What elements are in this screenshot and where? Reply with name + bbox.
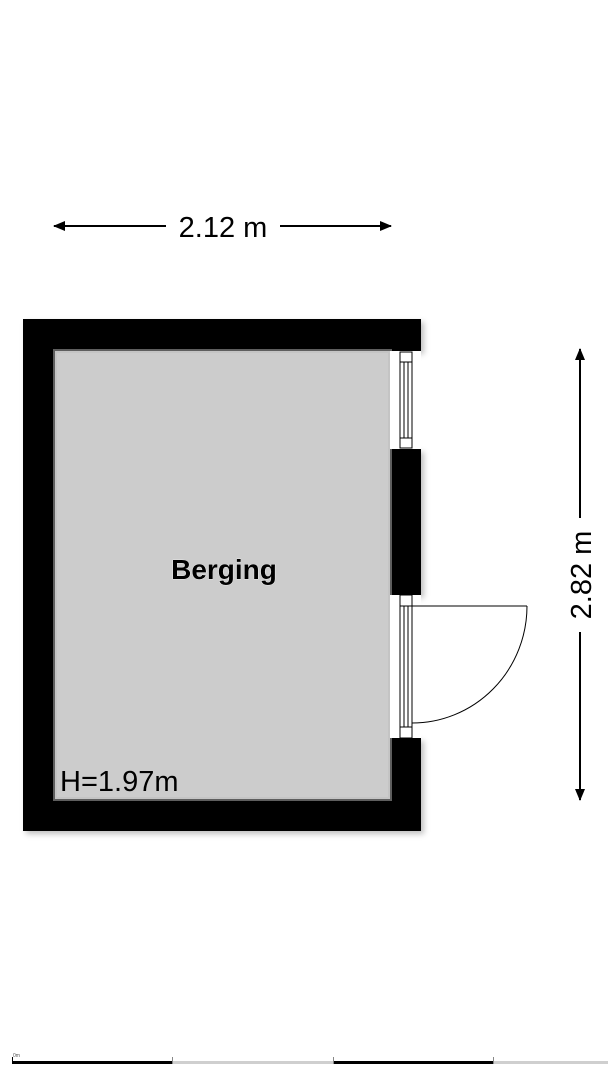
door-swing-arc bbox=[411, 605, 528, 724]
window bbox=[390, 351, 421, 449]
depth-label: 2.82 m bbox=[566, 531, 598, 620]
door bbox=[390, 594, 528, 739]
scale-bar: 0m bbox=[12, 1053, 608, 1064]
room-name: Berging bbox=[171, 554, 277, 585]
depth-dimension: 2.82 m bbox=[566, 348, 598, 801]
ceiling-height: H=1.97m bbox=[60, 766, 178, 798]
room-floor bbox=[55, 351, 390, 799]
width-label: 2.12 m bbox=[179, 212, 268, 244]
walls bbox=[23, 319, 421, 831]
scale-label: 0m bbox=[13, 1053, 20, 1059]
width-dimension: 2.12 m bbox=[53, 212, 392, 244]
